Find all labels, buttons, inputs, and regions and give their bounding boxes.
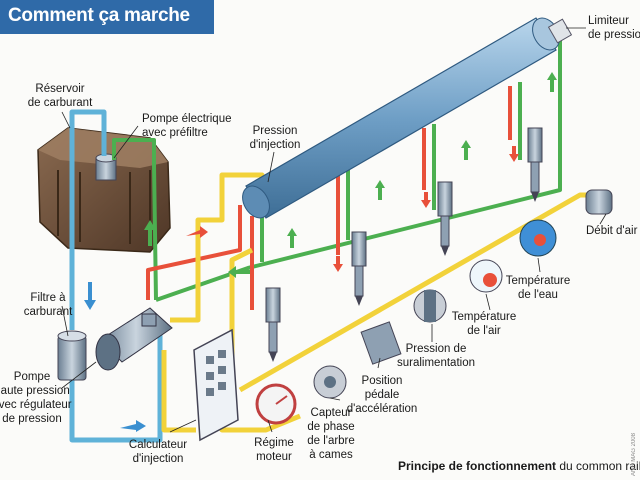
svg-text:Filtre à: Filtre à [30,292,66,304]
svg-text:Pompe électrique: Pompe électrique [142,113,232,125]
injector-3 [437,181,453,256]
high-pressure-pump [95,307,173,371]
svg-text:haute pression: haute pression [0,385,70,397]
svg-text:moteur: moteur [256,451,292,463]
svg-text:Température: Température [452,311,517,323]
label-hp-pump: Pompe haute pression avec régulateur de … [0,371,72,425]
air-temp-sensor [469,259,503,293]
label-injection-pressure: Pression d'injection [250,125,301,151]
caption: Principe de fonctionnement du common rai… [398,459,640,473]
svg-text:de phase: de phase [307,421,354,433]
page-title: Comment ça marche [8,5,190,26]
common-rail [242,17,573,219]
svg-text:avec régulateur: avec régulateur [0,399,72,411]
svg-text:d'injection: d'injection [250,139,301,151]
injector-4 [527,127,543,202]
svg-text:Régime: Régime [254,437,294,449]
label-rpm: Régime moteur [254,437,294,463]
svg-text:Température: Température [506,275,571,287]
svg-text:carburant: carburant [24,306,73,318]
injector-2 [351,231,367,306]
fuel-supply-lines [69,109,163,443]
label-fuel-filter: Filtre à carburant [24,292,73,318]
svg-text:de l'eau: de l'eau [518,289,558,301]
label-pressure-limiter: Limiteur de pression [588,15,640,41]
boost-pressure-sensor [413,289,447,323]
svg-text:d'injection: d'injection [133,453,184,465]
label-water-temp: Température de l'eau [506,275,571,301]
svg-text:Pression de: Pression de [406,343,467,355]
svg-text:suralimentation: suralimentation [397,357,475,369]
svg-text:de l'air: de l'air [467,325,501,337]
high-pressure-lines [146,86,512,310]
ecu [193,328,239,442]
svg-text:avec préfiltre: avec préfiltre [142,127,208,139]
label-cam-sensor: Capteur de phase de l'arbre à cames [307,407,355,461]
svg-text:d'accélération: d'accélération [347,403,418,415]
label-ecu: Calculateur d'injection [129,439,187,465]
credit-text: ANR MAG 2008 [631,432,637,476]
svg-text:Pompe: Pompe [14,371,50,383]
svg-text:Pression: Pression [253,125,298,137]
label-electric-pump: Pompe électrique avec préfiltre [142,113,232,139]
svg-text:de carburant: de carburant [28,97,93,109]
svg-text:Capteur: Capteur [311,407,352,419]
svg-text:à cames: à cames [309,449,353,461]
svg-text:Réservoir: Réservoir [35,83,84,95]
svg-text:Limiteur: Limiteur [588,15,629,27]
flow-arrows [84,72,557,432]
svg-text:Position: Position [362,375,403,387]
leader-lines [61,27,607,433]
svg-text:Calculateur: Calculateur [129,439,187,451]
svg-text:de l'arbre: de l'arbre [307,435,355,447]
caption-bold: Principe de fonctionnement [398,459,556,473]
pedal-position-sensor [360,321,402,365]
fuel-filter [57,330,87,381]
injector-1 [265,287,281,362]
air-flow-sensor [585,189,613,215]
caption-rest: du common rail. [556,459,640,473]
label-reservoir: Réservoir de carburant [28,83,93,109]
label-air-temp: Température de l'air [452,311,517,337]
svg-text:de pression: de pression [588,29,640,41]
rpm-gauge [255,383,297,425]
water-temp-sensor [519,219,557,257]
cam-phase-sensor [313,365,347,399]
label-boost: Pression de suralimentation [397,343,475,369]
svg-text:pédale: pédale [365,389,400,401]
title-banner: Comment ça marche [0,0,214,34]
label-air-flow: Débit d'air [586,225,638,237]
svg-text:de pression: de pression [2,413,61,425]
label-pedal: Position pédale d'accélération [347,375,418,415]
